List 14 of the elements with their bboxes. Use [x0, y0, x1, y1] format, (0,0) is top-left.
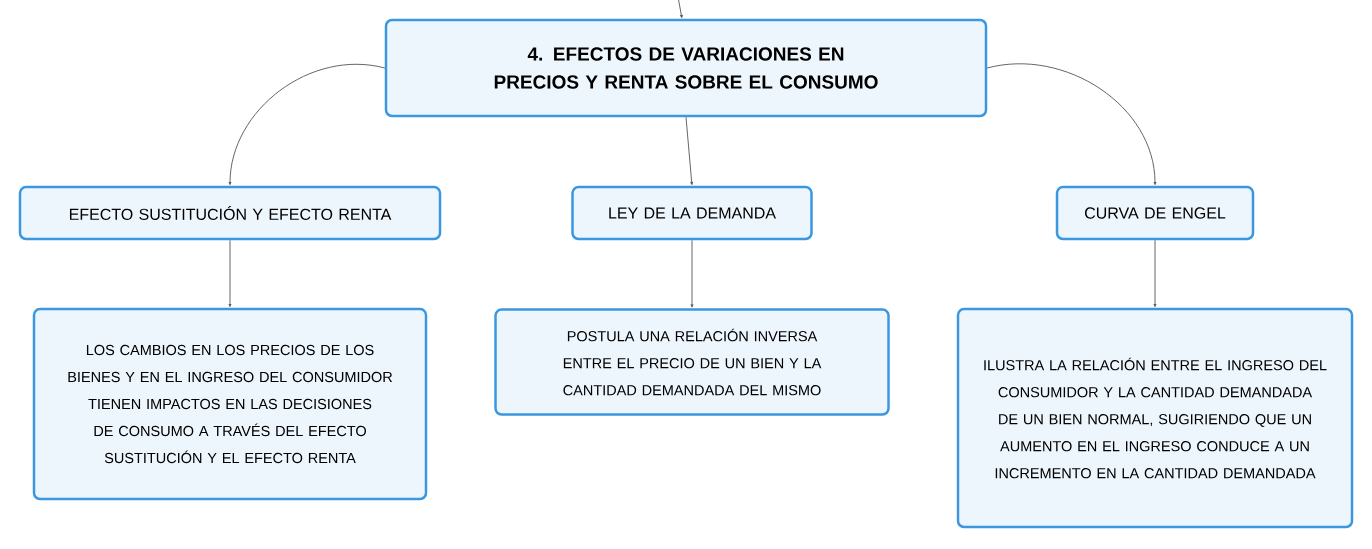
arrow [677, 0, 683, 19]
description-box: ILUSTRA LA RELACIÓN ENTRE EL INGRESO DEL CONSUMIDOR Y LA CANTIDAD DEMANDADA DE UN BIEN NORMAL, SUGIRIENDO QUE UN AUMENTO EN EL INGRESO CONDUCE A UN INCREMENTO EN LA CANTIDAD DEMANDADA [956, 307, 1354, 529]
subtopic-box: CURVA DE ENGEL [1055, 185, 1255, 241]
arrow [228, 239, 232, 308]
arrow [228, 64, 386, 186]
description-box: LOS CAMBIOS EN LOS PRECIOS DE LOS BIENES Y EN EL INGRESO DEL CONSUMIDOR TIENEN IMPACTOS EN LAS DECISIONES DE CONSUMO A TRAVÉS DEL EFECTO SUSTITUCIÓN Y EL EFECTO RENTA [32, 307, 428, 501]
description-box: POSTULA UNA RELACIÓN INVERSA ENTRE EL PRECIO DE UN BIEN Y LA CANTIDAD DEMANDADA DEL MISMO [494, 308, 890, 416]
subtopic-box: EFECTO SUSTITUCIÓN Y EFECTO RENTA [18, 185, 442, 241]
arrow [1153, 239, 1157, 308]
arrow [986, 63, 1157, 186]
arrow [690, 239, 694, 308]
subtopic-box: LEY DE LA DEMANDA [571, 185, 813, 241]
topic-box: 4. EFECTOS DE VARIACIONES EN PRECIOS Y RENTA SOBRE EL CONSUMO [384, 18, 988, 118]
arrow [685, 116, 694, 186]
